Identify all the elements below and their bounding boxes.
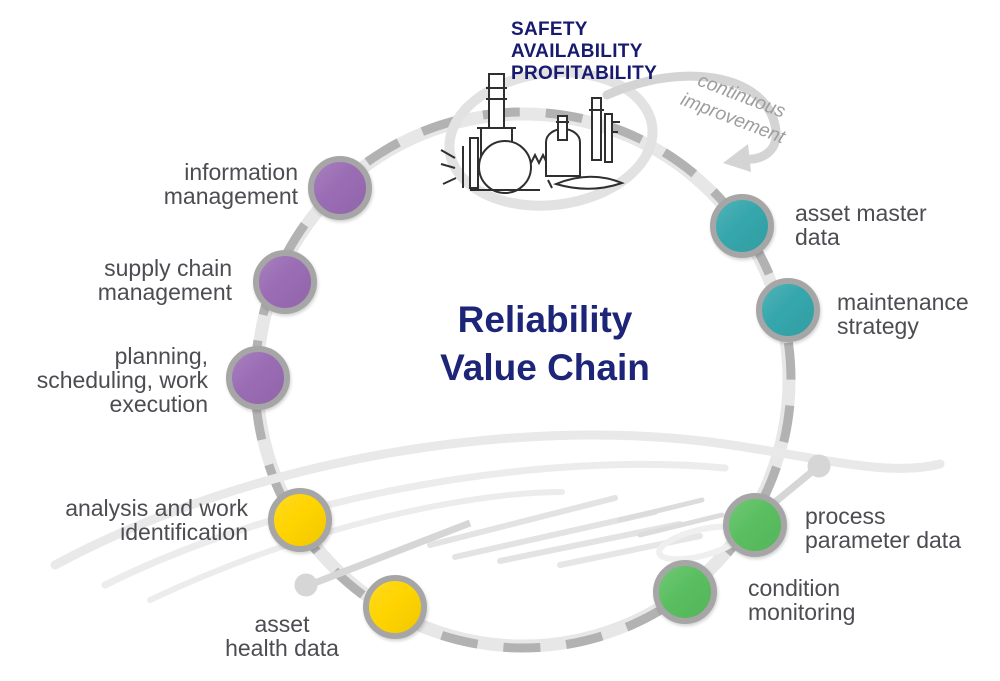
pin-connector-left: [310, 519, 472, 588]
node-process-parameter-data: [723, 493, 787, 557]
swirl-loop: [444, 67, 658, 211]
label-process-parameter-data: process parameter data: [805, 503, 961, 553]
goals-text: SAFETY AVAILABILITY PROFITABILITY: [511, 19, 658, 84]
label-supply-chain-management: supply chain management: [97, 255, 232, 305]
label-condition-monitoring: condition monitoring: [748, 575, 856, 625]
node-planning-scheduling-work-execution: [226, 346, 290, 410]
diagram-title: Reliability Value Chain: [440, 299, 650, 388]
label-asset-health-data: asset health data: [225, 611, 339, 661]
node-condition-monitoring: [653, 560, 717, 624]
label-information-management: information management: [163, 159, 298, 209]
label-maintenance-strategy: maintenance strategy: [837, 289, 969, 339]
node-information-management: [308, 156, 372, 220]
node-asset-health-data: [363, 575, 427, 639]
label-planning-scheduling-work-execution: planning, scheduling, work execution: [36, 343, 208, 417]
node-supply-chain-management: [253, 250, 317, 314]
scribble-sketch: [50, 430, 945, 603]
factory-sketch: [440, 73, 625, 194]
label-asset-master-data: asset master data: [795, 200, 927, 250]
improvement-arrow: [602, 71, 781, 172]
label-analysis-work-identification: analysis and work identification: [65, 495, 248, 545]
node-maintenance-strategy: [756, 278, 820, 342]
node-analysis-work-identification: [268, 488, 332, 552]
cycle-dashes: [250, 107, 796, 653]
node-asset-master-data: [710, 194, 774, 258]
